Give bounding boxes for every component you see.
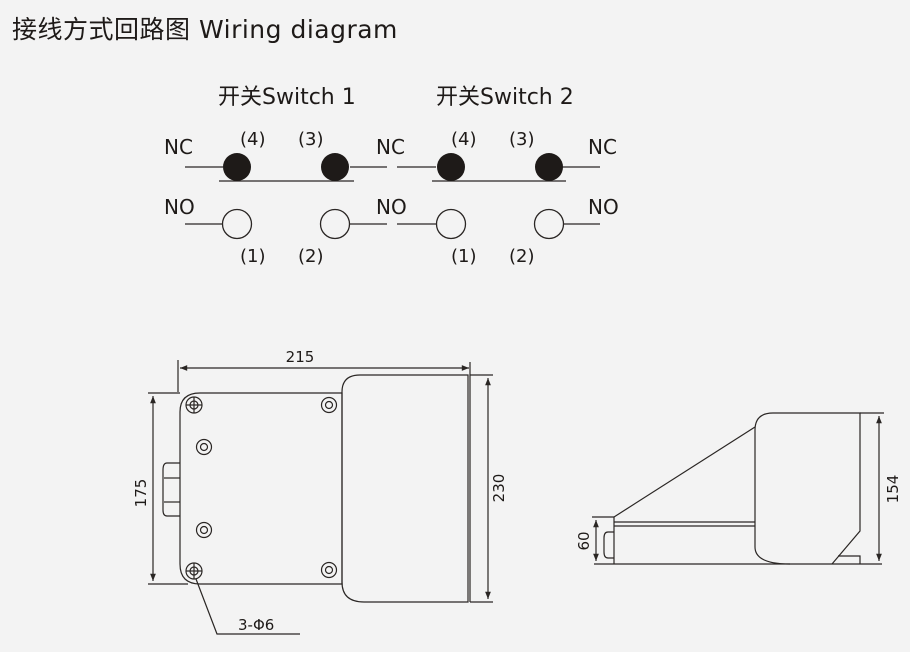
pedal-slope [613,426,756,518]
pedal-cover-outline [341,374,469,603]
switch-2-terminal-4: (4) [451,129,477,150]
switch-2-nc-right-label: NC [588,135,617,159]
screw-icon [320,396,338,414]
side-view-drawing [592,412,884,565]
screw-icon [195,521,213,539]
switch-1-terminal-3: (3) [298,129,324,150]
switch-2-no-right-label: NO [588,195,619,219]
screw-icon [320,561,338,579]
switch-2-terminal-1: (1) [451,246,477,267]
switch-2-terminal-2: (2) [509,246,535,267]
switch-1-nc-contact-3 [321,153,349,181]
switch-2-label: 开关Switch 2 [436,85,574,110]
switch-1-no-contact-2 [319,208,351,240]
base-height-dimension-label: 175 [132,479,150,508]
pedal-heel [838,555,861,564]
switch-1-nc-contact-4 [223,153,251,181]
screw-icon [195,438,213,456]
switch-1-label: 开关Switch 1 [218,85,356,110]
total-height-dimension-label: 230 [490,474,508,503]
switch-2-schematic: 开关Switch 2 NC NC NO NO (4) (3) (1) (2) [376,85,619,267]
switch-2-no-left-label: NO [376,195,407,219]
switch-1-schematic: 开关Switch 1 NC NO (4) (3) (1) (2) [164,85,387,267]
switch-2-nc-left-label: NC [376,135,405,159]
side-total-height-label: 154 [884,475,902,504]
hole-spec-leader [195,578,300,635]
switch-1-nc-left-label: NC [164,135,193,159]
switch-1-no-contact-1 [221,208,253,240]
switch-1-terminal-4: (4) [240,129,266,150]
switch-1-terminal-1: (1) [240,246,266,267]
top-view-drawing [148,360,493,635]
switch-2-no-contact-1 [435,208,467,240]
mounting-hole-icon [185,562,203,580]
mounting-hole-icon [185,396,203,414]
side-base-height-label: 60 [575,531,593,550]
side-cable-gland [603,531,614,559]
page-title: 接线方式回路图 Wiring diagram [12,15,398,44]
switch-2-no-contact-2 [533,208,565,240]
base-plate-outline [179,392,343,585]
switch-1-no-left-label: NO [164,195,195,219]
pedal-cover-side [754,412,861,565]
hole-spec-label: 3-Φ6 [238,616,274,634]
switch-2-nc-contact-4 [437,153,465,181]
width-dimension-label: 215 [286,348,315,366]
switch-2-terminal-3: (3) [509,129,535,150]
switch-2-nc-contact-3 [535,153,563,181]
switch-1-terminal-2: (2) [298,246,324,267]
cable-gland [162,462,180,517]
